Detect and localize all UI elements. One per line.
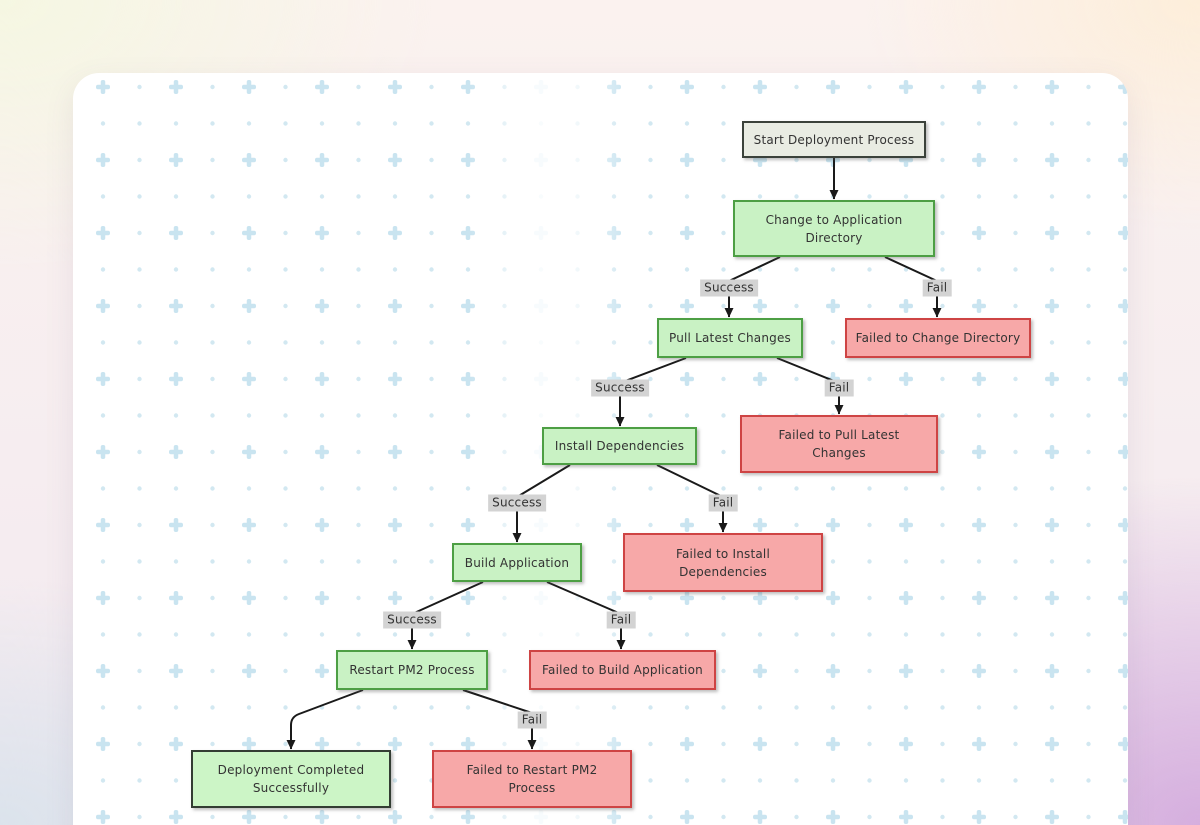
node-failed-install-dependencies: Failed to Install Dependencies bbox=[623, 533, 823, 592]
edge-label-success-3: Success bbox=[488, 494, 546, 512]
node-pull-latest-changes: Pull Latest Changes bbox=[657, 318, 803, 358]
node-install-dependencies: Install Dependencies bbox=[542, 427, 697, 465]
node-failed-pull-changes: Failed to Pull Latest Changes bbox=[740, 415, 938, 473]
edge-label-fail-1: Fail bbox=[922, 279, 952, 297]
edge-label-fail-5: Fail bbox=[517, 711, 547, 729]
edge-label-success-4: Success bbox=[383, 611, 441, 629]
edge-label-fail-4: Fail bbox=[606, 611, 636, 629]
node-change-directory: Change to Application Directory bbox=[733, 200, 935, 257]
edge-label-success-2: Success bbox=[591, 379, 649, 397]
node-failed-change-directory: Failed to Change Directory bbox=[845, 318, 1031, 358]
edge-label-fail-3: Fail bbox=[708, 494, 738, 512]
node-failed-build-application: Failed to Build Application bbox=[529, 650, 716, 690]
node-deployment-complete: Deployment Completed Successfully bbox=[191, 750, 391, 808]
edge-label-fail-2: Fail bbox=[824, 379, 854, 397]
node-failed-restart-pm2: Failed to Restart PM2 Process bbox=[432, 750, 632, 808]
node-build-application: Build Application bbox=[452, 543, 582, 582]
node-restart-pm2: Restart PM2 Process bbox=[336, 650, 488, 690]
edge-label-success-1: Success bbox=[700, 279, 758, 297]
node-start-deployment: Start Deployment Process bbox=[742, 121, 926, 158]
